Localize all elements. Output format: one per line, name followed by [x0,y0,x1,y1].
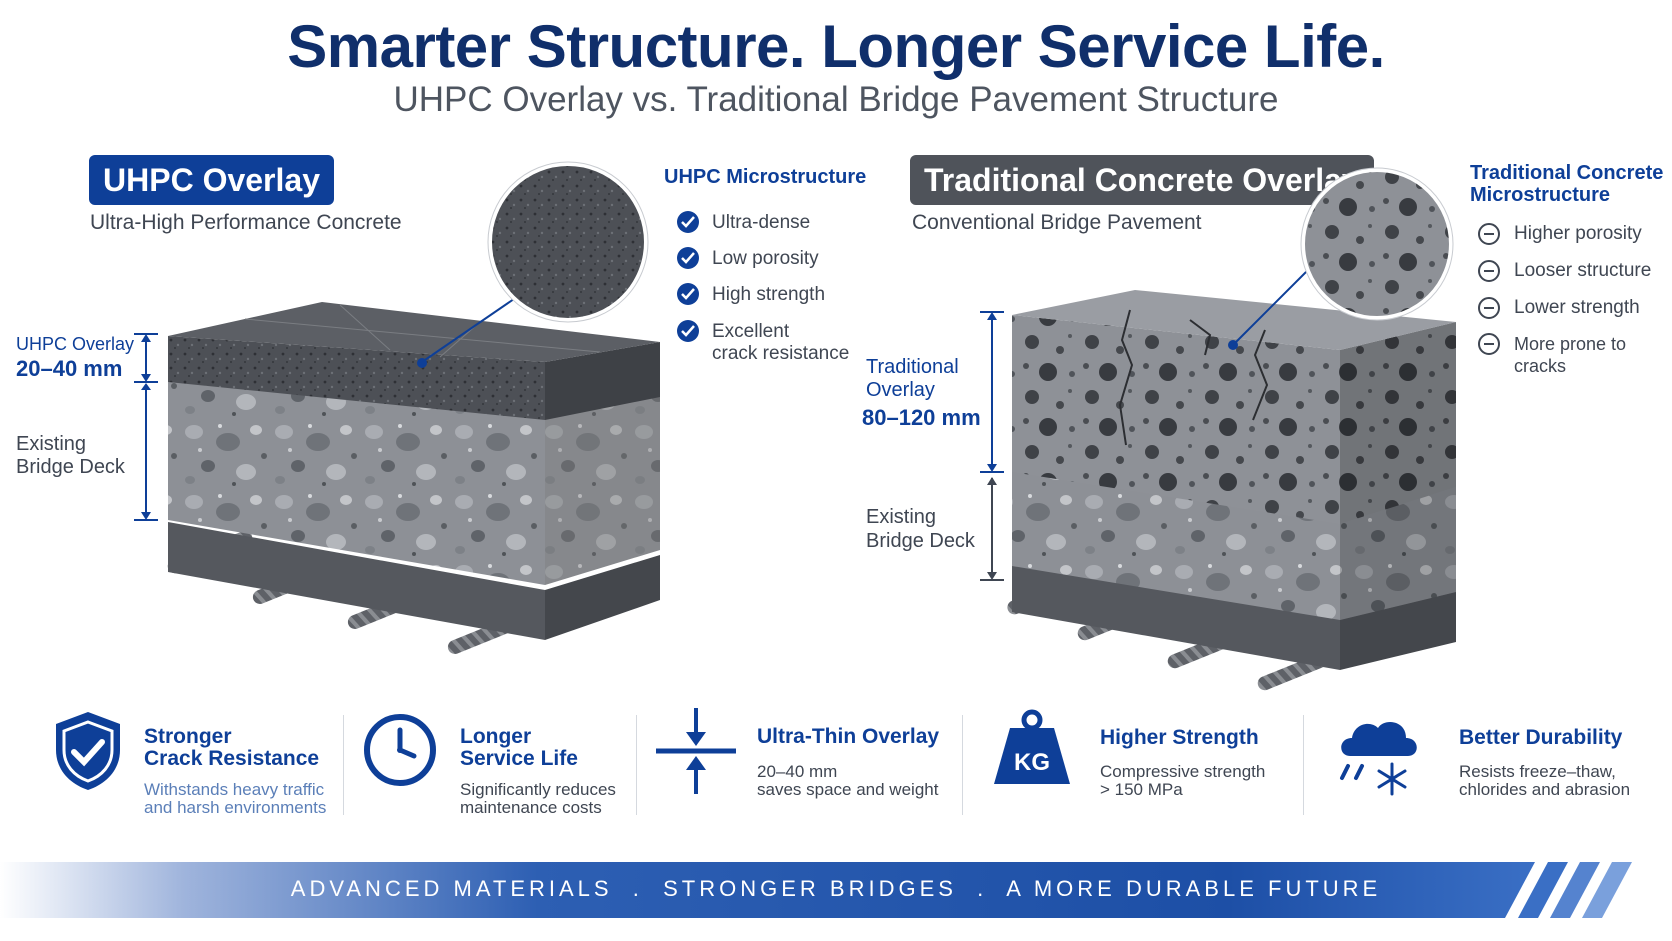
traditional-badge: Traditional Concrete Overlay [910,155,1374,205]
traditional-deck-label: Existing [866,506,937,528]
check-circle-icon [677,211,699,233]
traditional-feature: Lower strength [1514,297,1640,318]
traditional-overlay-label: Traditional [866,356,959,378]
minus-circle-icon [1478,333,1500,355]
traditional-micro-heading: Microstructure [1470,184,1611,206]
traditional-micro-heading: Traditional Concrete [1470,162,1664,184]
benefit-desc: saves space and weight [757,780,939,799]
page-subtitle: UHPC Overlay vs. Traditional Bridge Pave… [393,80,1279,119]
benefit-title: Longer [460,725,532,748]
page-title: Smarter Structure. Longer Service Life. [287,13,1385,80]
traditional-microstructure-image [1301,168,1453,320]
benefit-title: Better Durability [1459,726,1623,749]
thin-layer-icon [656,708,736,794]
benefit-desc: 20–40 mm [757,762,838,781]
traditional-overlay-label: Overlay [866,379,935,401]
benefit-desc: > 150 MPa [1100,780,1183,799]
check-circle-icon [677,320,699,342]
uhpc-badge: UHPC Overlay [89,155,334,205]
benefit-title: Higher Strength [1100,726,1259,749]
traditional-feature: Looser structure [1514,260,1652,281]
minus-circle-icon [1478,260,1500,282]
traditional-subtitle: Conventional Bridge Pavement [912,211,1202,234]
benefit-title: Stronger [144,725,232,748]
footer-banner [0,862,1632,918]
kg-weight-icon: KG [994,709,1070,784]
uhpc-feature: High strength [712,284,826,305]
uhpc-feature: Excellent [712,321,790,342]
uhpc-subtitle: Ultra-High Performance Concrete [90,211,402,234]
uhpc-feature: Ultra-dense [712,212,811,233]
shield-check-icon [56,712,120,790]
uhpc-overlay-value: 20–40 mm [16,356,123,381]
benefit-desc: maintenance costs [460,798,602,817]
benefit-desc: Significantly reduces [460,780,616,799]
check-circle-icon [677,283,699,305]
traditional-feature: More prone to cracks [1514,334,1627,376]
traditional-overlay-value: 80–120 mm [862,405,981,430]
benefit-desc: Withstands heavy traffic [144,780,325,799]
traditional-deck-label: Bridge Deck [866,530,975,552]
benefit-title: Crack Resistance [144,747,320,770]
cloud-snow-icon [1340,722,1417,796]
uhpc-feature: crack resistance [712,343,850,364]
benefit-desc: Compressive strength [1100,762,1266,781]
check-circle-icon [677,247,699,269]
benefit-desc: Resists freeze–thaw, [1459,762,1616,781]
uhpc-deck-label: Bridge Deck [16,456,125,478]
minus-circle-icon [1478,297,1500,319]
uhpc-feature: Low porosity [712,248,819,269]
uhpc-deck-label: Existing [16,433,87,455]
traditional-feature: Higher porosity [1514,223,1642,244]
benefit-desc: and harsh environments [144,798,327,817]
minus-circle-icon [1478,223,1500,245]
kg-label: KG [1014,749,1050,776]
benefit-desc: chlorides and abrasion [1459,780,1631,799]
benefit-title: Service Life [460,747,578,770]
benefit-title: Ultra-Thin Overlay [757,725,940,748]
uhpc-microstructure-image [488,162,648,322]
clock-icon [364,714,436,786]
uhpc-overlay-label: UHPC Overlay [16,334,135,354]
footer-banner-text: ADVANCED MATERIALS . STRONGER BRIDGES . … [290,876,1382,901]
uhpc-micro-heading: UHPC Microstructure [664,166,867,188]
